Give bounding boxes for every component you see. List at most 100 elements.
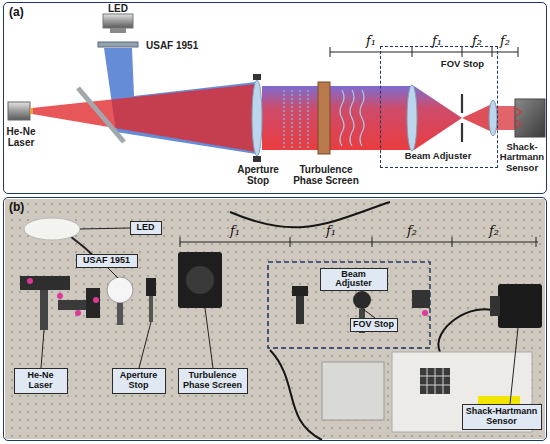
camera-lens	[490, 296, 500, 316]
callout-box: Turbulence Phase Screen	[178, 368, 248, 394]
group-box: FOV StopBeam Adjuster	[380, 46, 498, 168]
iris-mount	[146, 278, 156, 296]
callout-box: USAF 1951	[76, 254, 138, 268]
focal-bracket	[330, 52, 518, 53]
bracket-tick	[180, 237, 181, 247]
callout-text: FOV Stop	[353, 320, 394, 330]
keypad	[420, 368, 450, 394]
leader-line	[80, 228, 130, 229]
focal-length-label: f₁	[359, 34, 383, 48]
focal-length-label: f₁	[319, 224, 343, 238]
bracket-tick	[372, 237, 373, 247]
component-label: Turbulence Phase Screen	[290, 164, 362, 186]
optical-table-photo	[5, 199, 545, 439]
adjuster-outline	[268, 262, 430, 348]
bracket-tick	[412, 47, 413, 57]
callout-text: He-Ne Laser	[17, 371, 65, 391]
distorted-wavefront	[340, 90, 344, 146]
callout-box: Beam Adjuster	[320, 268, 388, 292]
focal-bracket	[180, 242, 538, 243]
component-label: Shack-Hartmann Sensor	[498, 142, 546, 173]
lens-mount	[412, 290, 430, 308]
splitter-mount	[86, 288, 100, 318]
sensor-camera	[498, 284, 542, 328]
group-label: Beam Adjuster	[381, 151, 496, 161]
bracket-tick	[452, 237, 453, 247]
stop-mount	[353, 291, 371, 309]
beam-splitter	[78, 88, 124, 142]
turbulence-screen	[318, 82, 330, 154]
laser-body	[8, 102, 30, 120]
callout-text: Turbulence Phase Screen	[181, 371, 245, 391]
aperture-blade	[253, 156, 261, 162]
laser-mount	[20, 276, 70, 290]
keypad-grid	[420, 368, 450, 394]
component-label: LED	[98, 3, 138, 14]
phase-plate	[186, 266, 214, 294]
laser-aperture	[30, 108, 33, 114]
cable	[270, 350, 322, 440]
focal-length-label: f₂	[493, 34, 517, 48]
bracket-tick	[536, 237, 537, 247]
component-label: USAF 1951	[146, 40, 216, 51]
wavefront-sensor	[515, 99, 545, 137]
leader-line	[205, 308, 213, 368]
callout-text: Shack-Hartmann Sensor	[465, 407, 539, 427]
distorted-wavefront	[360, 90, 364, 146]
focal-length-label: f₁	[223, 224, 247, 238]
marker-dot	[57, 293, 63, 299]
cable	[230, 202, 390, 227]
distorted-wavefront	[350, 90, 354, 146]
led-lamp	[24, 218, 80, 240]
panel-letter: (b)	[9, 200, 24, 214]
callout-text: Beam Adjuster	[323, 270, 385, 290]
aperture-blade	[253, 74, 261, 80]
marker-dot	[422, 310, 428, 316]
diverging-beam	[462, 104, 492, 132]
callout-box: FOV Stop	[350, 318, 398, 332]
laser-post	[40, 290, 48, 330]
component-label: Aperture Stop	[233, 164, 283, 186]
bracket-tick	[492, 47, 493, 57]
iris-post	[149, 296, 153, 322]
leader-line	[108, 268, 118, 278]
callout-box: Shack-Hartmann Sensor	[462, 404, 542, 430]
usaf-target	[107, 277, 133, 303]
wavefront-line	[299, 90, 301, 148]
focal-length-label: f₂	[465, 34, 489, 48]
field-stop	[461, 123, 463, 142]
lens-mount	[292, 286, 308, 296]
wavefront-line	[307, 90, 309, 148]
leader-line	[510, 328, 518, 404]
converging-beam	[414, 86, 462, 150]
lenslet-marks	[516, 108, 521, 128]
screen-mount	[178, 252, 222, 308]
focal-length-label: f₂	[400, 224, 424, 238]
bracket-tick	[290, 237, 291, 247]
leader-line	[41, 330, 44, 368]
lens-post	[296, 296, 304, 324]
focal-length-label: f₂	[482, 224, 506, 238]
marker-dot	[93, 297, 99, 303]
callout-text: LED	[137, 223, 155, 233]
leader-line	[139, 322, 151, 368]
group-label: FOV Stop	[441, 59, 485, 69]
panel-letter: (a)	[9, 5, 24, 19]
callout-box: He-Ne Laser	[14, 368, 68, 394]
laser-beam	[32, 84, 256, 152]
target-post	[117, 303, 123, 325]
relay-lens	[407, 85, 417, 151]
callout-box: LED	[130, 221, 162, 235]
marker-dot	[75, 310, 81, 316]
power-supply	[322, 362, 384, 420]
component-label: He-Ne Laser	[1, 126, 41, 148]
wavefront-line	[291, 90, 293, 148]
focal-length-label: f₁	[425, 34, 449, 48]
collimated-beam	[262, 86, 412, 150]
led-housing	[103, 14, 133, 28]
bracket-tick	[518, 47, 519, 57]
relay-lens	[489, 100, 497, 136]
field-stop	[461, 94, 463, 113]
